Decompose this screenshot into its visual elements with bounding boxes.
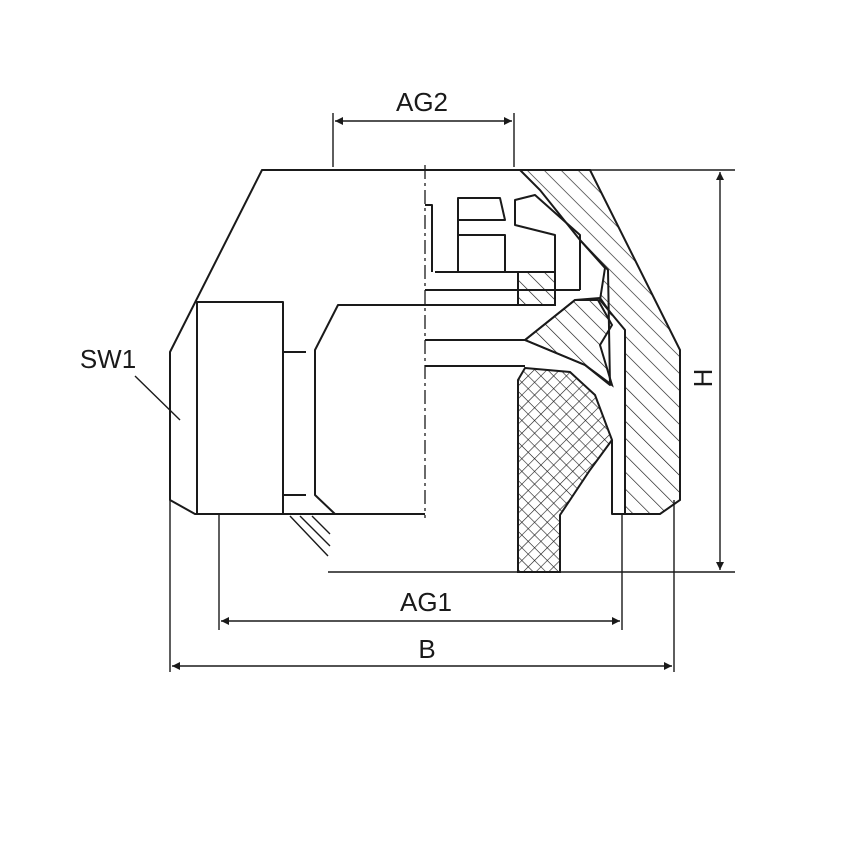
clamp-wedge	[523, 299, 614, 388]
dimension-b: B	[169, 500, 675, 672]
dimension-ag2: AG2	[332, 87, 515, 167]
label-b: B	[418, 634, 435, 664]
hatched-nut	[517, 169, 681, 515]
inner-section	[425, 194, 581, 367]
label-h: H	[688, 369, 718, 388]
label-ag1: AG1	[400, 587, 452, 617]
dimension-ag1: AG1	[218, 514, 623, 630]
callout-sw1: SW1	[80, 344, 181, 421]
body-outline	[169, 169, 520, 557]
seal	[517, 366, 614, 573]
label-ag2: AG2	[396, 87, 448, 117]
label-sw1: SW1	[80, 344, 136, 374]
dimension-h: H	[328, 169, 735, 573]
